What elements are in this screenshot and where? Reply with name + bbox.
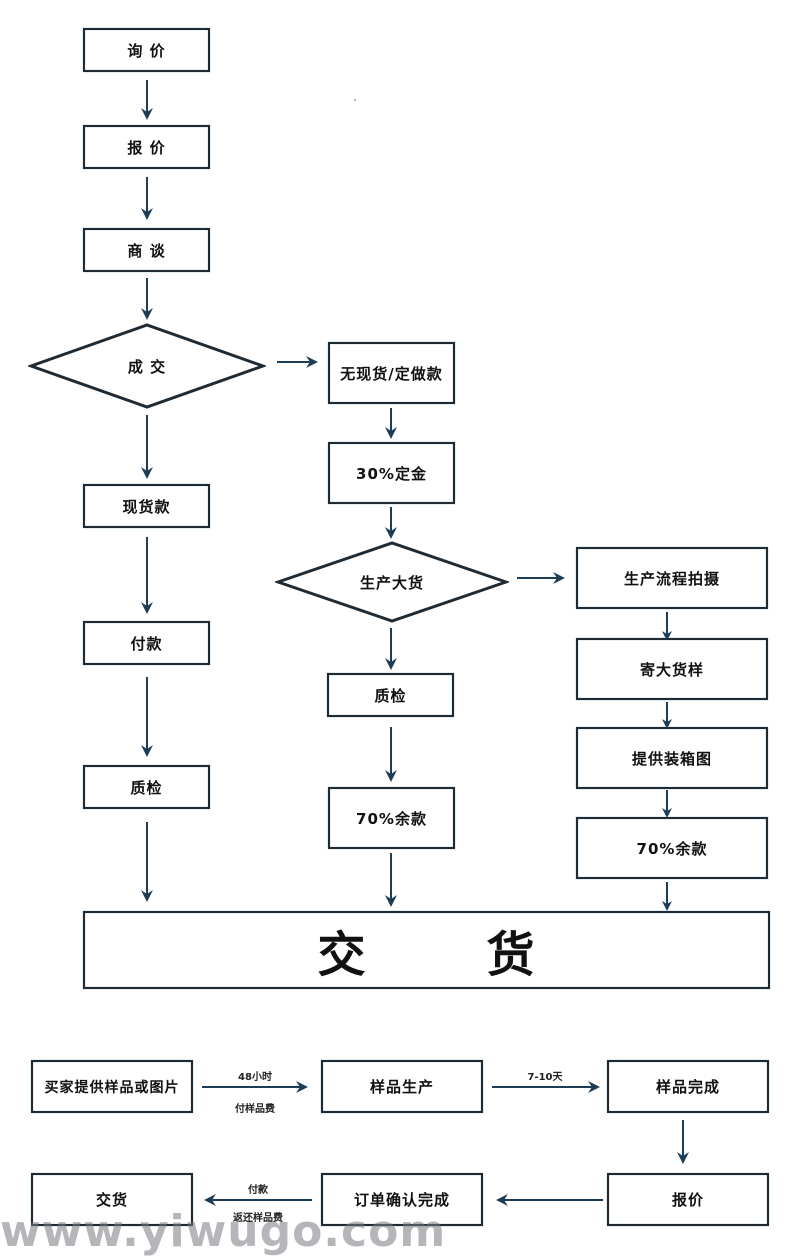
edge-label-sample-fee: 付样品费 xyxy=(235,1104,275,1115)
node-send-bulk-sample: 寄大货样 xyxy=(576,638,768,700)
stray-dot xyxy=(354,99,356,101)
node-sample-production: 样品生产 xyxy=(321,1060,483,1113)
node-qc-left: 质检 xyxy=(83,765,210,809)
diamond-shape xyxy=(275,541,509,623)
node-sample-delivery: 交货 xyxy=(31,1173,193,1226)
node-buyer-provides: 买家提供样品或图片 xyxy=(31,1060,193,1113)
edge-label-refund-sample-fee: 返还样品费 xyxy=(233,1213,283,1224)
node-balance-70-center: 70%余款 xyxy=(328,787,455,849)
decision-deal: 成 交 xyxy=(28,322,266,410)
delivery-char-1: 交 xyxy=(317,927,367,983)
node-order-confirmed: 订单确认完成 xyxy=(321,1173,483,1226)
node-inquiry: 询 价 xyxy=(83,28,210,72)
watermark: www.yiwugo.com xyxy=(0,1206,447,1257)
node-quote: 报 价 xyxy=(83,125,210,169)
node-payment: 付款 xyxy=(83,621,210,665)
diamond-shape xyxy=(28,323,266,409)
node-balance-70-right: 70%余款 xyxy=(576,817,768,879)
decision-mass-production: 生产大货 xyxy=(275,540,509,624)
decision-mass-production-label: 生产大货 xyxy=(359,573,424,592)
node-no-stock-custom: 无现货/定做款 xyxy=(328,342,455,404)
edge-label-7-10-days: 7-10天 xyxy=(527,1072,563,1083)
edge-label-payment: 付款 xyxy=(248,1185,268,1196)
node-production-photos: 生产流程拍摄 xyxy=(576,547,768,609)
node-sample-done: 样品完成 xyxy=(607,1060,769,1113)
edge-label-48h: 48小时 xyxy=(238,1072,272,1083)
node-qc-center: 质检 xyxy=(327,673,454,717)
node-packing-diagram: 提供装箱图 xyxy=(576,727,768,789)
node-deposit-30: 30%定金 xyxy=(328,442,455,504)
delivery-char-2: 货 xyxy=(486,927,536,983)
node-sample-quote: 报价 xyxy=(607,1173,769,1226)
decision-deal-label: 成 交 xyxy=(127,357,167,376)
node-negotiation: 商 谈 xyxy=(83,228,210,272)
node-spot-goods: 现货款 xyxy=(83,484,210,528)
node-delivery: 交 货 xyxy=(83,911,770,989)
